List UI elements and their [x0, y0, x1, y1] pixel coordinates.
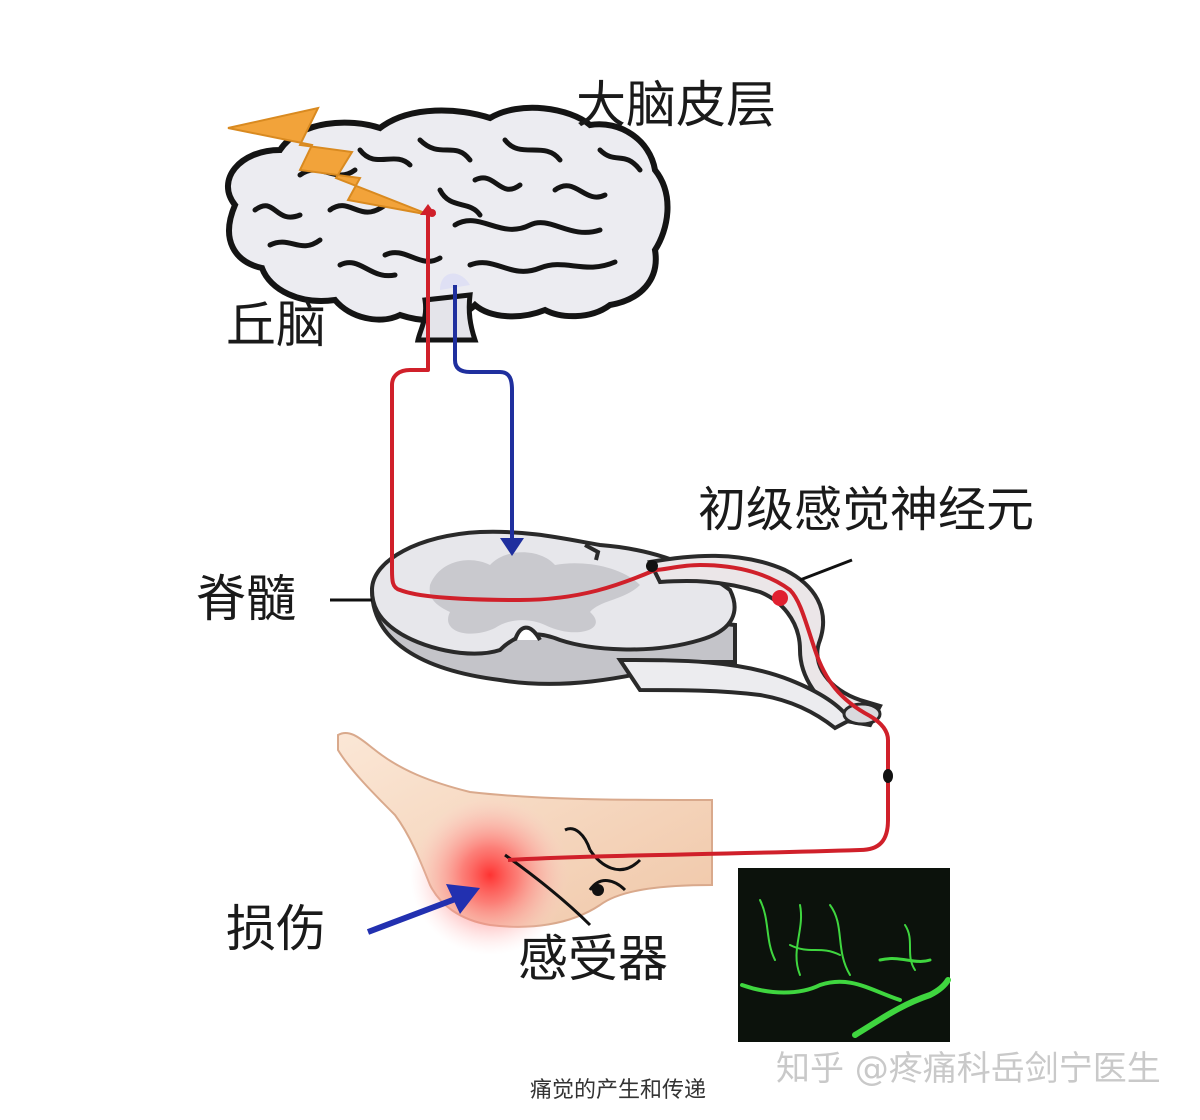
label-receptor: 感受器: [518, 930, 668, 988]
neuron-leader-line: [799, 558, 853, 582]
thalamus-icon: [414, 292, 479, 343]
label-thalamus: 丘脑: [226, 296, 326, 354]
label-cerebral-cortex: 大脑皮层: [576, 76, 776, 134]
watermark: 知乎 @疼痛科岳剑宁医生: [776, 1049, 1161, 1089]
label-injury: 损伤: [226, 900, 326, 958]
injury-arrow: [366, 884, 480, 935]
pain-glow: [410, 795, 570, 955]
descending-modulation-pathway: [453, 285, 514, 540]
neuron-cell-body: [772, 590, 788, 606]
foot-icon: [337, 731, 713, 955]
label-spinal-cord: 脊髓: [196, 570, 296, 628]
ascending-pain-pathway: [390, 212, 890, 862]
fluorescence-micrograph: [738, 868, 951, 1042]
figure-caption: 痛觉的产生和传递: [530, 1078, 707, 1103]
spinal-cord-cross-section-icon: [369, 529, 883, 731]
label-primary-sensory-neuron: 初级感觉神经元: [698, 482, 1035, 538]
